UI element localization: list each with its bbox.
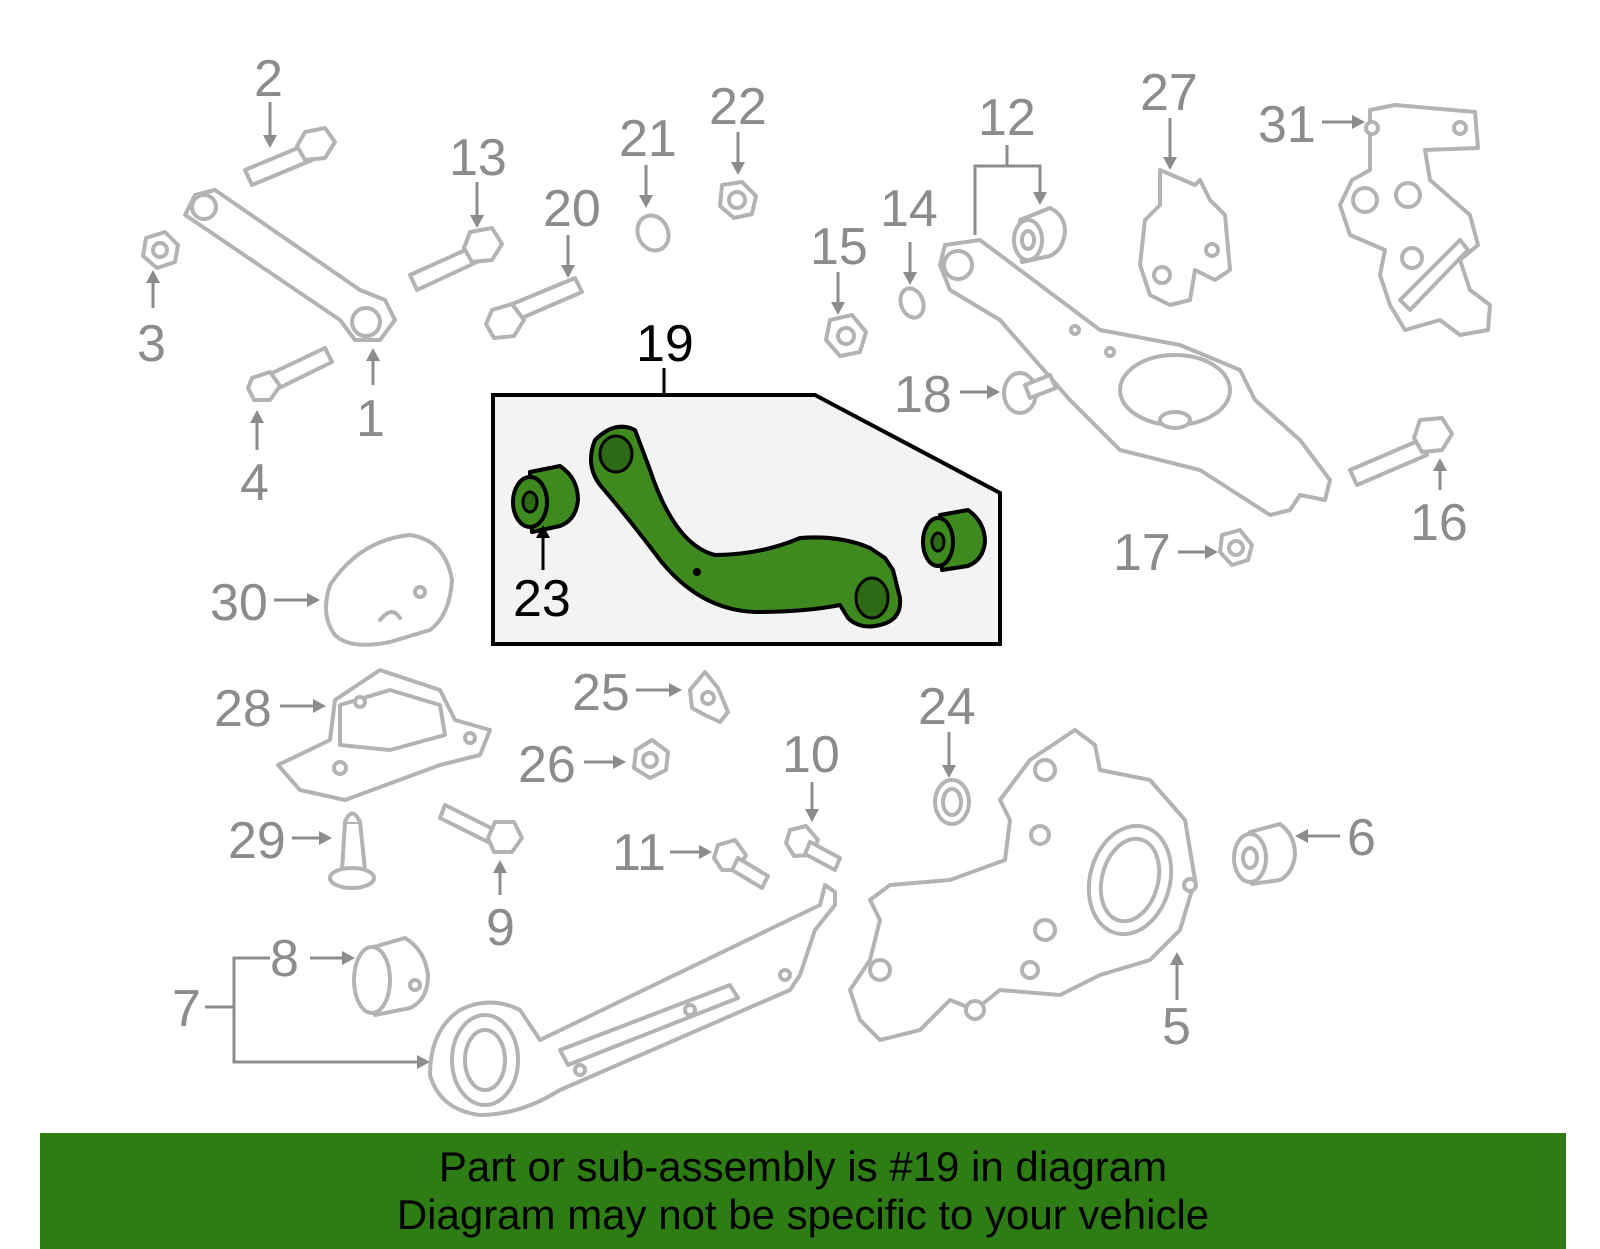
callout-2: 2 [254, 50, 283, 108]
callout-17: 17 [1113, 524, 1171, 582]
callout-1: 1 [356, 390, 385, 448]
part-3-nut[interactable] [141, 230, 180, 270]
callout-12: 12 [978, 89, 1036, 147]
part-18-bolt[interactable] [1002, 371, 1058, 415]
part-25-plate[interactable] [688, 670, 730, 724]
leader-lines [146, 102, 1447, 1069]
info-banner: Part or sub-assembly is #19 in diagram D… [40, 1133, 1566, 1249]
callout-20: 20 [543, 180, 601, 238]
banner-line-1: Part or sub-assembly is #19 in diagram [438, 1143, 1168, 1190]
part-24-washer[interactable] [933, 778, 971, 826]
part-9-bolt[interactable] [438, 803, 524, 854]
callout-19: 19 [636, 315, 694, 373]
part-29-clip[interactable] [328, 811, 376, 890]
part-21-washer[interactable] [632, 210, 674, 255]
callout-6: 6 [1347, 809, 1376, 867]
callout-18: 18 [894, 366, 952, 424]
part-23-bushing-left[interactable] [511, 464, 580, 534]
callout-29: 29 [228, 812, 286, 870]
part-2-bolt[interactable] [243, 126, 337, 187]
part-31-bracket[interactable] [1338, 103, 1492, 337]
part-4-bolt[interactable] [246, 346, 334, 402]
part-10-bolt[interactable] [784, 824, 842, 872]
part-23-bushing-right[interactable] [921, 508, 987, 572]
part-20-bolt[interactable] [484, 276, 584, 340]
part-27-bracket[interactable] [1138, 168, 1232, 307]
part-13-bolt[interactable] [408, 226, 504, 292]
part-26-nut[interactable] [632, 738, 670, 780]
part-5-knuckle[interactable] [848, 728, 1198, 1042]
part-12-lower-control-arm[interactable] [938, 238, 1332, 517]
callout-13: 13 [449, 129, 507, 187]
part-14-washer[interactable] [897, 285, 928, 321]
callout-30: 30 [210, 574, 268, 632]
callout-23: 23 [513, 570, 571, 628]
banner-line-2: Diagram may not be specific to your vehi… [396, 1191, 1210, 1238]
callout-25: 25 [572, 664, 630, 722]
part-1-control-link[interactable] [183, 188, 397, 342]
callout-24: 24 [918, 678, 976, 736]
callout-4: 4 [240, 454, 269, 512]
part-12-bushing[interactable] [1012, 206, 1067, 264]
callout-27: 27 [1140, 64, 1198, 122]
part-19-upper-control-arm[interactable] [589, 424, 903, 629]
callout-14: 14 [880, 180, 938, 238]
part-15-nut[interactable] [824, 313, 868, 358]
part-17-nut[interactable] [1218, 528, 1254, 567]
part-30-mount-cover[interactable] [324, 533, 454, 647]
callout-28: 28 [214, 680, 272, 738]
part-8-bushing[interactable] [352, 936, 430, 1017]
part-22-nut[interactable] [718, 180, 758, 220]
part-7-trailing-arm[interactable] [428, 883, 837, 1117]
part-11-bolt[interactable] [712, 838, 770, 890]
callout-16: 16 [1410, 494, 1468, 552]
callout-22: 22 [709, 78, 767, 136]
callout-labels: 1 2 3 4 5 6 7 8 9 10 11 12 13 14 15 16 1… [137, 50, 1468, 1056]
callout-21: 21 [619, 110, 677, 168]
part-28-mount[interactable] [276, 668, 492, 802]
callout-5: 5 [1162, 998, 1191, 1056]
callout-15: 15 [810, 218, 868, 276]
part-16-bolt[interactable] [1348, 416, 1454, 487]
callout-7: 7 [172, 980, 201, 1038]
callout-31: 31 [1258, 96, 1316, 154]
callout-3: 3 [137, 315, 166, 373]
callout-10: 10 [782, 726, 840, 784]
part-6-bushing[interactable] [1232, 822, 1297, 886]
callout-9: 9 [486, 899, 515, 957]
callout-11: 11 [612, 824, 666, 882]
callout-8: 8 [270, 930, 299, 988]
callout-26: 26 [518, 736, 576, 794]
